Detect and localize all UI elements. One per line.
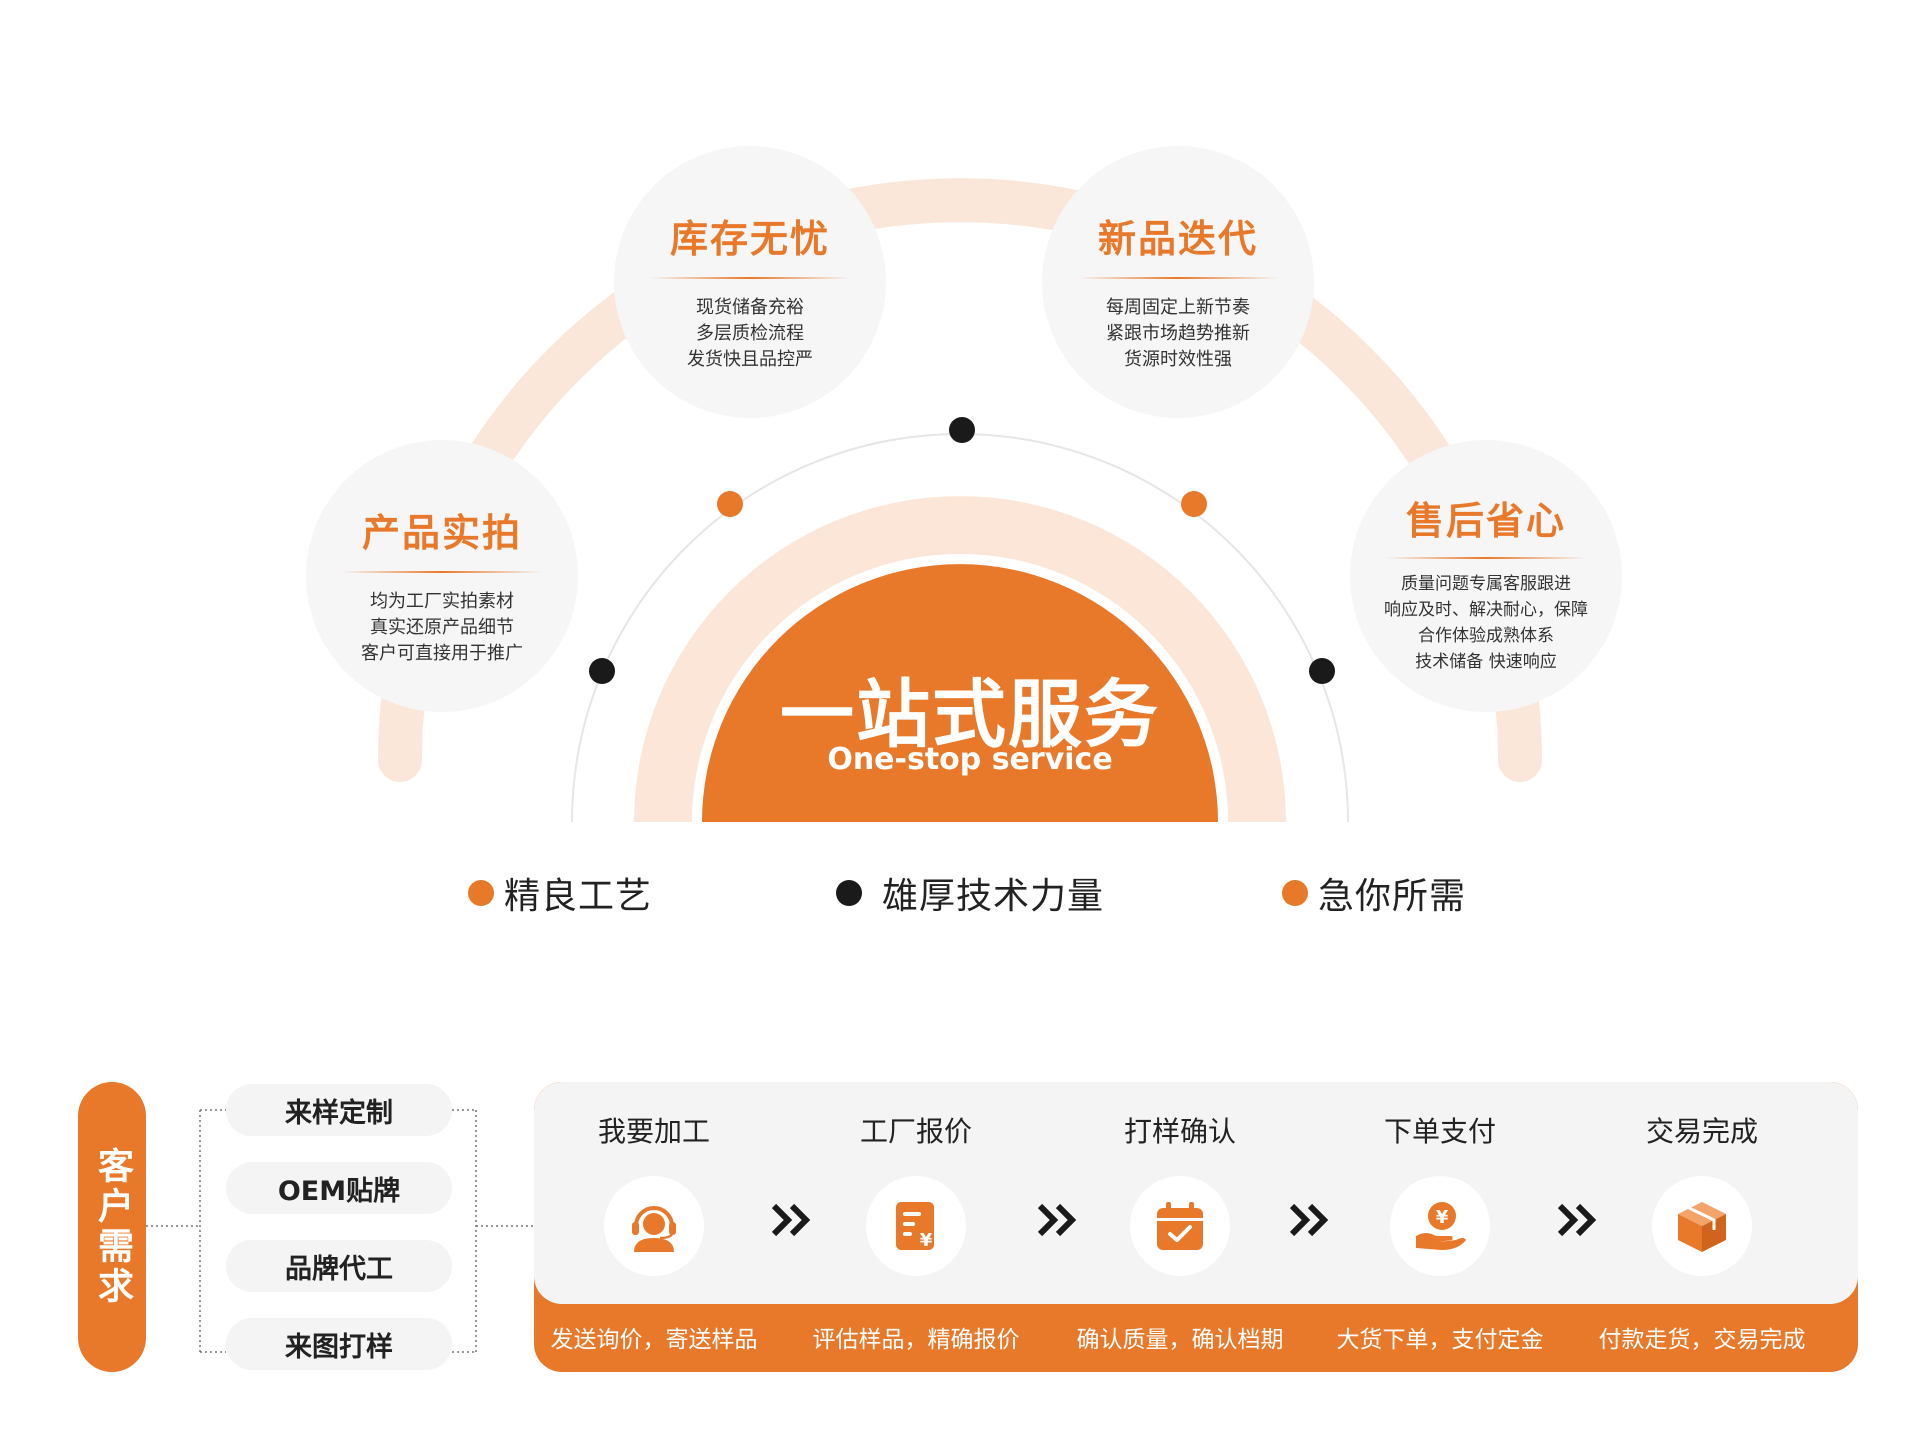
step-icon-circle bbox=[1652, 1176, 1752, 1276]
legend-item-urgent: 急你所需 bbox=[1282, 868, 1466, 918]
process-step: 工厂报价 ¥ 评估样品，精确报价 bbox=[796, 1082, 1036, 1353]
step-description: 评估样品，精确报价 bbox=[812, 1327, 1020, 1353]
feature-divider bbox=[650, 277, 850, 279]
ring-dot-orange-left bbox=[717, 491, 743, 517]
requirement-option: OEM贴牌 bbox=[226, 1162, 452, 1214]
legend-item-tech: 雄厚技术力量 bbox=[836, 868, 1104, 918]
feature-new-products: 新品迭代 每周固定上新节奏 紧跟市场趋势推新 货源时效性强 bbox=[1042, 146, 1314, 418]
feature-line: 多层质检流程 bbox=[696, 323, 804, 344]
chevron-right-icon bbox=[1036, 1202, 1080, 1238]
chevron-right-icon bbox=[770, 1202, 814, 1238]
feature-divider bbox=[342, 571, 542, 573]
process-flow-panel: 我要加工 发送询价，寄送样品 工厂报价 bbox=[534, 1082, 1858, 1372]
legend-label: 精良工艺 bbox=[504, 876, 653, 917]
legend-dot bbox=[1282, 880, 1308, 906]
feature-description: 质量问题专属客服跟进 响应及时、解决耐心，保障 合作体验成熟体系 技术储备 快速… bbox=[1350, 571, 1622, 675]
customer-requirements-label: 客户需求 bbox=[78, 1082, 146, 1372]
feature-line: 响应及时、解决耐心，保障 bbox=[1384, 600, 1588, 620]
inner-light-band bbox=[634, 496, 1286, 822]
requirement-option: 来图打样 bbox=[226, 1318, 452, 1370]
feature-description: 均为工厂实拍素材 真实还原产品细节 客户可直接用于推广 bbox=[306, 589, 578, 667]
legend-dot bbox=[468, 880, 494, 906]
step-description: 确认质量，确认档期 bbox=[1076, 1327, 1284, 1353]
feature-line: 合作体验成熟体系 bbox=[1418, 626, 1554, 646]
legend-label: 急你所需 bbox=[1318, 876, 1467, 917]
chevron-right-icon bbox=[1556, 1202, 1600, 1238]
step-icon-circle: ¥ bbox=[1390, 1176, 1490, 1276]
svg-text:¥: ¥ bbox=[920, 1230, 933, 1251]
step-title: 工厂报价 bbox=[859, 1115, 972, 1148]
hero-title: 一站式服务 bbox=[780, 672, 1160, 758]
feature-description: 现货储备充裕 多层质检流程 发货快且品控严 bbox=[614, 295, 886, 373]
payment-hand-icon: ¥ bbox=[1416, 1202, 1466, 1250]
step-description: 大货下单，支付定金 bbox=[1336, 1327, 1544, 1353]
feature-line: 质量问题专属客服跟进 bbox=[1401, 574, 1571, 594]
process-step: 交易完成 付款走货，交易完成 bbox=[1582, 1082, 1822, 1353]
process-step: 下单支付 ¥ 大货下单，支付定金 bbox=[1320, 1082, 1560, 1353]
step-title: 打样确认 bbox=[1123, 1115, 1236, 1148]
requirement-option: 来样定制 bbox=[226, 1084, 452, 1136]
feature-line: 均为工厂实拍素材 bbox=[370, 591, 514, 612]
step-icon-circle bbox=[1130, 1176, 1230, 1276]
feature-description: 每周固定上新节奏 紧跟市场趋势推新 货源时效性强 bbox=[1042, 295, 1314, 373]
svg-text:¥: ¥ bbox=[1436, 1207, 1449, 1228]
step-title: 我要加工 bbox=[597, 1115, 710, 1148]
process-step: 打样确认 确认质量，确认档期 bbox=[1060, 1082, 1300, 1353]
ring-dot-black-top bbox=[949, 417, 975, 443]
legend-dot bbox=[836, 880, 862, 906]
feature-divider bbox=[1078, 277, 1278, 279]
feature-line: 客户可直接用于推广 bbox=[361, 643, 523, 664]
feature-after-sales: 售后省心 质量问题专属客服跟进 响应及时、解决耐心，保障 合作体验成熟体系 技术… bbox=[1350, 440, 1622, 712]
center-semicircle bbox=[702, 564, 1218, 822]
feature-line: 紧跟市场趋势推新 bbox=[1106, 323, 1250, 344]
ring-dot-black-left bbox=[589, 658, 615, 684]
feature-line: 技术储备 快速响应 bbox=[1415, 652, 1557, 672]
feature-product-photos: 产品实拍 均为工厂实拍素材 真实还原产品细节 客户可直接用于推广 bbox=[306, 440, 578, 712]
chevron-right-icon bbox=[1288, 1202, 1332, 1238]
calendar-check-icon bbox=[1157, 1202, 1203, 1250]
requirements-label-text: 客户需求 bbox=[92, 1147, 133, 1307]
requirement-option: 品牌代工 bbox=[226, 1240, 452, 1292]
legend-label: 雄厚技术力量 bbox=[882, 876, 1105, 917]
legend-item-craft: 精良工艺 bbox=[468, 868, 652, 918]
feature-title: 产品实拍 bbox=[361, 511, 522, 555]
feature-line: 货源时效性强 bbox=[1124, 349, 1232, 370]
feature-title: 售后省心 bbox=[1405, 499, 1566, 543]
feature-inventory: 库存无忧 现货储备充裕 多层质检流程 发货快且品控严 bbox=[614, 146, 886, 418]
quote-document-icon: ¥ bbox=[896, 1202, 934, 1251]
feature-title: 新品迭代 bbox=[1097, 217, 1258, 261]
step-icon-circle: ¥ bbox=[866, 1176, 966, 1276]
step-title: 下单支付 bbox=[1383, 1115, 1496, 1148]
feature-line: 真实还原产品细节 bbox=[370, 617, 514, 638]
process-step: 我要加工 发送询价，寄送样品 bbox=[534, 1082, 774, 1353]
feature-divider bbox=[1386, 557, 1586, 559]
package-box-icon bbox=[1678, 1202, 1726, 1252]
headset-icon bbox=[632, 1206, 676, 1252]
step-description: 发送询价，寄送样品 bbox=[550, 1327, 758, 1353]
ring-dot-black-right bbox=[1309, 658, 1335, 684]
feature-line: 每周固定上新节奏 bbox=[1106, 297, 1250, 318]
feature-line: 现货储备充裕 bbox=[696, 297, 804, 318]
feature-line: 发货快且品控严 bbox=[687, 349, 813, 370]
ring-dot-orange-right bbox=[1181, 491, 1207, 517]
feature-title: 库存无忧 bbox=[669, 217, 830, 261]
step-title: 交易完成 bbox=[1645, 1115, 1758, 1148]
hero-subtitle: One-stop service bbox=[827, 742, 1113, 777]
step-description: 付款走货，交易完成 bbox=[1598, 1327, 1806, 1353]
step-icon-circle bbox=[604, 1176, 704, 1276]
